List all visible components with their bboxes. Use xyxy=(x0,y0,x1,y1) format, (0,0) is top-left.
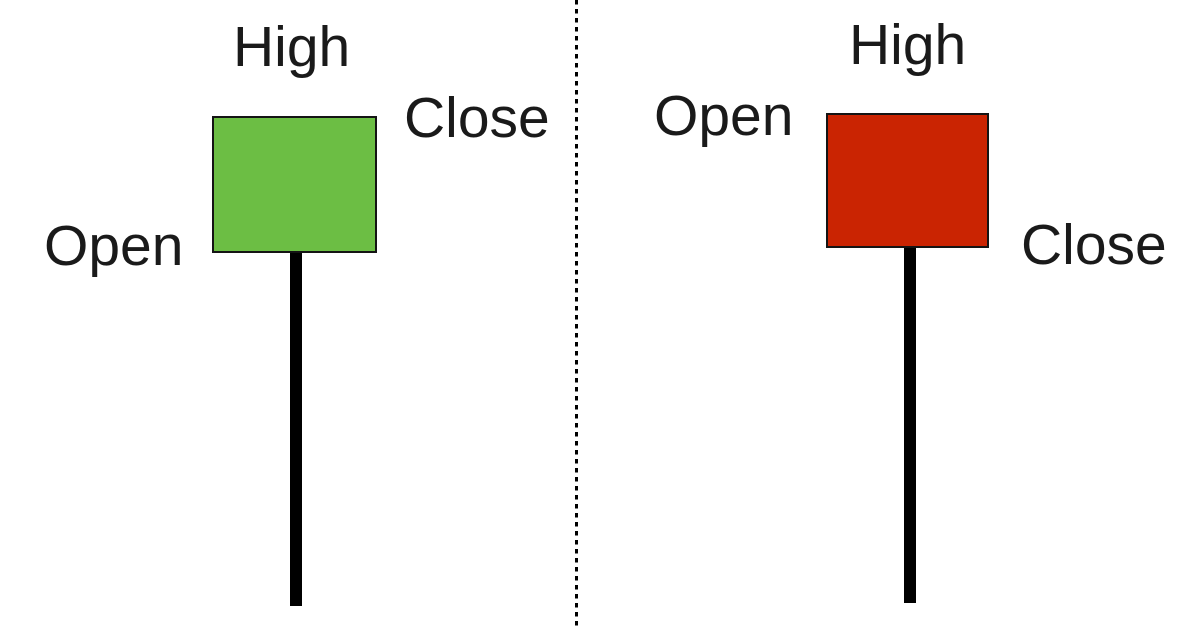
candle-body-bullish xyxy=(212,116,377,253)
candle-wick-bearish xyxy=(904,246,916,603)
panel-divider xyxy=(575,0,578,628)
high-label-bullish: High xyxy=(233,15,351,79)
high-label-bearish: High xyxy=(849,13,967,77)
candle-body-bearish xyxy=(826,113,989,248)
close-label-bullish: Close xyxy=(404,86,550,150)
close-label-bearish: Close xyxy=(1021,213,1167,277)
open-label-bearish: Open xyxy=(654,84,794,148)
candle-wick-bullish xyxy=(290,251,302,606)
open-label-bullish: Open xyxy=(44,214,184,278)
